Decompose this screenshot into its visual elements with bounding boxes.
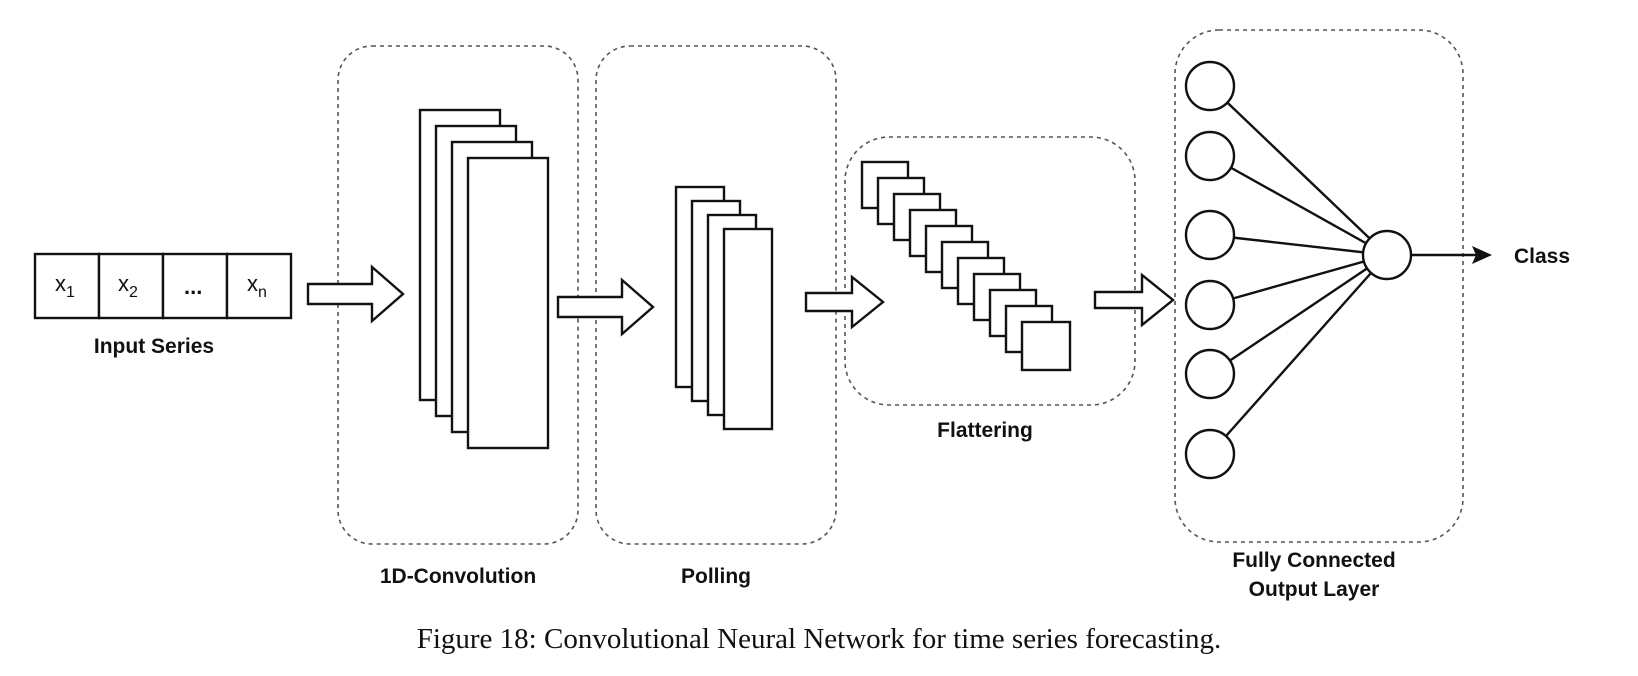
fc-neuron (1184, 209, 1236, 261)
fc-connection-line (1209, 233, 1388, 257)
fc-neuron (1184, 428, 1236, 480)
flattened-cell (1020, 320, 1072, 372)
fc-label-line1: Fully Connected (1232, 549, 1395, 572)
arrow-flatten-to-fc (1093, 272, 1175, 328)
arrow-input-to-conv (306, 264, 405, 324)
output-arrow-head (1472, 246, 1492, 264)
pooling-label: Polling (681, 565, 751, 588)
fc-connection-line (1209, 85, 1388, 256)
input-cell-1-text: x1 (55, 271, 75, 301)
input-cell-n-text: xn (247, 271, 267, 301)
input-cell-ellipsis-text: ... (184, 274, 202, 299)
fc-connection-line (1209, 253, 1388, 307)
fc-neuron (1184, 130, 1236, 182)
fc-box (1174, 29, 1464, 543)
input-cell-1 (33, 252, 101, 320)
input-series-label: Input Series (94, 335, 214, 358)
output-class-label: Class (1514, 245, 1570, 268)
fc-connection-line (1209, 254, 1388, 455)
flattened-cells (860, 160, 1072, 372)
convolution-feature-maps (418, 108, 550, 450)
output-neuron (1361, 229, 1413, 281)
input-cell-2-text: x2 (118, 271, 138, 301)
figure-caption: Figure 18: Convolutional Neural Network … (417, 623, 1222, 655)
fc-neuron (1184, 60, 1236, 112)
fc-neuron (1184, 279, 1236, 331)
convolution-label: 1D-Convolution (380, 565, 536, 588)
convolution-box (337, 45, 579, 545)
arrow-conv-to-pool (556, 277, 655, 337)
input-cell-ellipsis (161, 252, 229, 320)
fc-label-line2: Output Layer (1249, 578, 1380, 601)
flatten-box (844, 136, 1136, 406)
input-cell-2 (97, 252, 165, 320)
fc-connections (1209, 85, 1388, 455)
fc-neurons (1184, 60, 1236, 480)
input-series: x1 x2 ... xn Input Series (33, 252, 293, 358)
fc-connection-line (1209, 254, 1388, 375)
input-cell-n (225, 252, 293, 320)
arrow-pool-to-flatten (804, 274, 885, 330)
pooling-feature-maps (674, 185, 774, 431)
fc-neuron (1184, 348, 1236, 400)
fc-connection-line (1209, 154, 1388, 257)
flatten-label: Flattering (937, 419, 1033, 442)
